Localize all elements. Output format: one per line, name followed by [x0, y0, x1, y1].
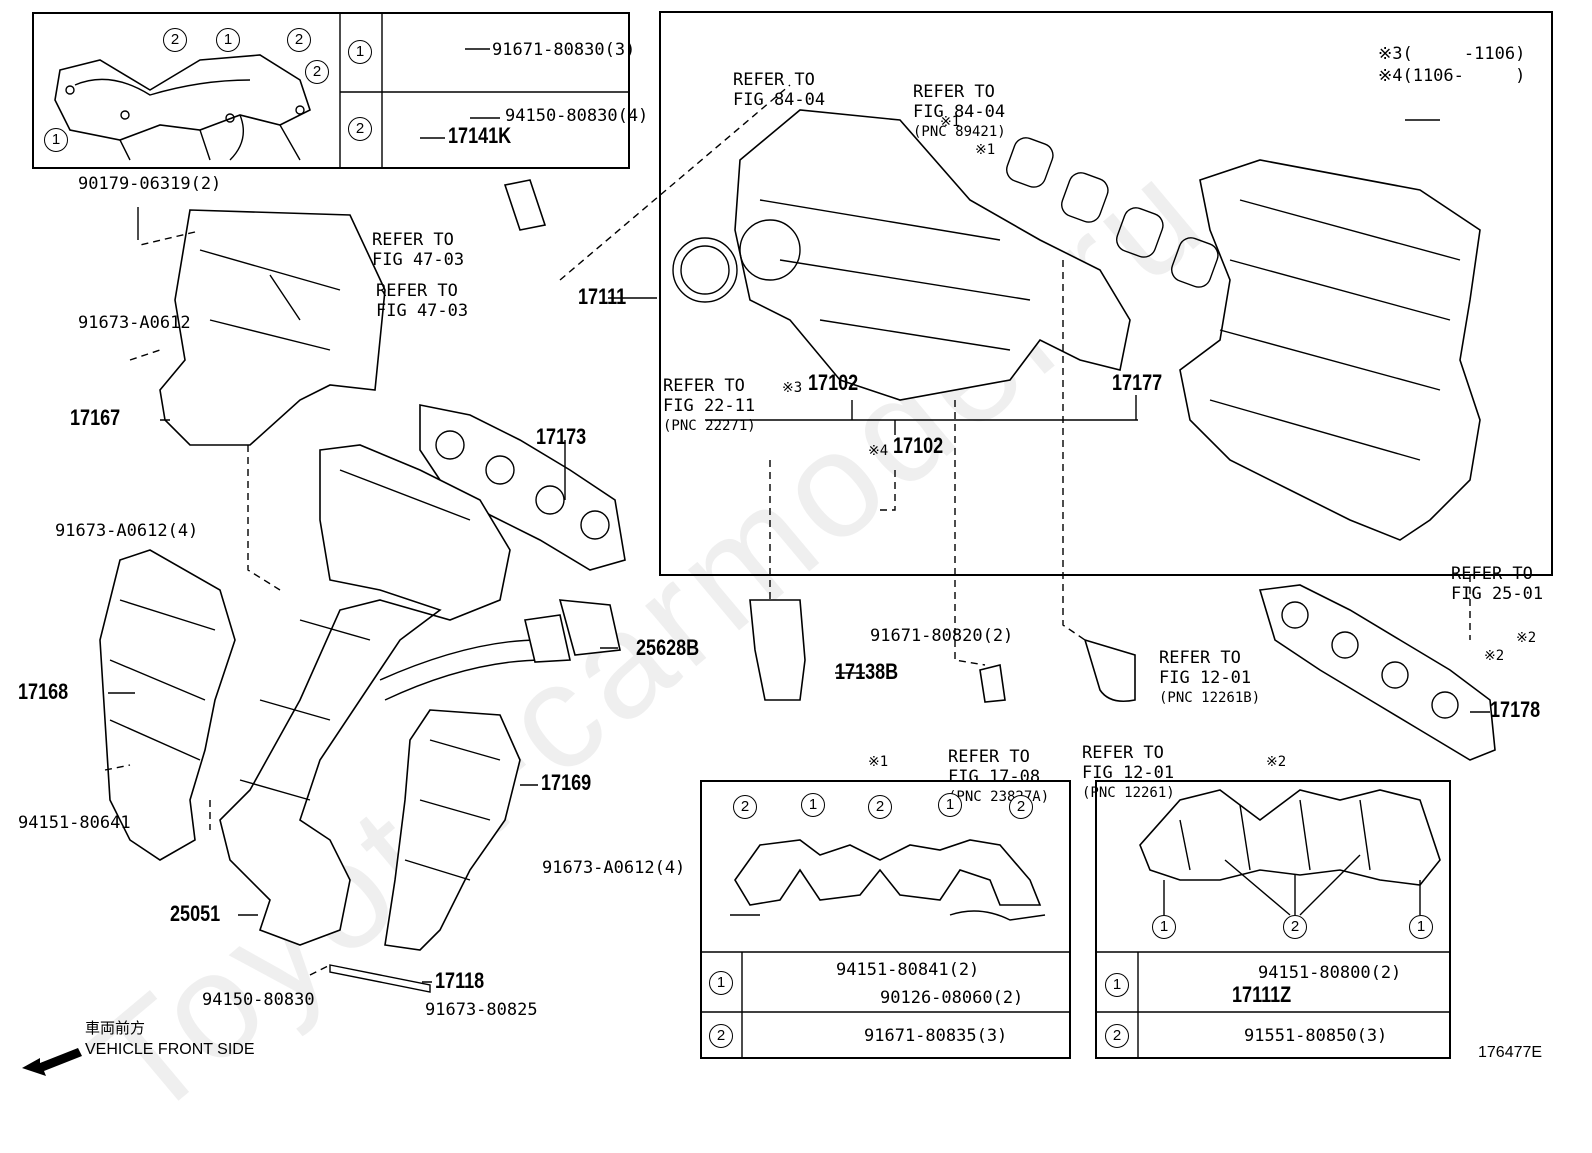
detail-1-marker-d: 1 — [938, 793, 962, 817]
part-94150-80830[interactable]: 94150-80830(4) — [505, 106, 649, 126]
exhaust-manifold-body — [219, 444, 511, 946]
part-91673-A0612[interactable]: 91673-A0612 — [78, 313, 191, 333]
part-94151-80841[interactable]: 94151-80841(2) — [836, 960, 980, 980]
intake-manifold-17111 — [734, 109, 1131, 401]
part-17102-b[interactable]: 17102 — [893, 433, 944, 458]
part-17141K[interactable]: 17141K — [448, 123, 512, 148]
part-91671-80835[interactable]: 91671-80835(3) — [864, 1026, 1008, 1046]
part-25628B[interactable]: 25628B — [636, 635, 700, 660]
part-17178[interactable]: 17178 — [1490, 697, 1541, 722]
part-17167[interactable]: 17167 — [70, 405, 121, 430]
part-17173[interactable]: 17173 — [536, 424, 587, 449]
inset-marker-1b: 1 — [44, 128, 68, 152]
exhaust-manifold-sketch — [54, 54, 311, 161]
detail-2-row-1-number: 1 — [1105, 973, 1129, 997]
detail-2-box — [1095, 780, 1451, 1059]
mark-1-a: ※1 — [940, 114, 961, 130]
detail-2-title: ※2 — [1266, 754, 1287, 770]
front-arrow-icon — [22, 1048, 82, 1076]
part-94151-80800[interactable]: 94151-80800(2) — [1258, 963, 1402, 983]
detail-2-marker-b: 2 — [1283, 915, 1307, 939]
part-17177[interactable]: 17177 — [1112, 370, 1163, 395]
figure-code: 176477E — [1478, 1044, 1543, 1061]
inset-marker-2c: 2 — [305, 60, 329, 84]
heat-insulator-17168 — [99, 549, 236, 861]
part-17169[interactable]: 17169 — [541, 770, 592, 795]
detail-1-marker-e: 2 — [1009, 795, 1033, 819]
heat-insulator-17169 — [384, 709, 521, 951]
part-91673-A0612-4b[interactable]: 91673-A0612(4) — [542, 858, 686, 878]
gasket-17173-shape — [419, 404, 626, 571]
mark-2-b: ※2 — [1484, 648, 1505, 664]
detail-1-marker-b: 1 — [801, 793, 825, 817]
inset-marker-2b: 2 — [287, 28, 311, 52]
part-17111Z[interactable]: 17111Z — [1232, 982, 1292, 1007]
gasket-17178-shape — [1258, 584, 1496, 761]
part-17168[interactable]: 17168 — [18, 679, 69, 704]
inset-marker-2a: 2 — [163, 28, 187, 52]
part-91673-A0612-4a[interactable]: 91673-A0612(4) — [55, 521, 199, 541]
note-3: ※3( -1106) — [1378, 44, 1526, 64]
part-94151-80641[interactable]: 94151-80641 — [18, 813, 131, 833]
parts-diagram: Toyota-carmodel.ru — [18, 11, 1553, 1150]
front-side-en: VEHICLE FRONT SIDE — [85, 1041, 255, 1058]
diagram-drawing — [22, 11, 1553, 1076]
heat-insulator-17167 — [159, 209, 386, 446]
part-17138B[interactable]: 17138B — [835, 659, 899, 684]
part-91551-80850[interactable]: 91551-80850(3) — [1244, 1026, 1388, 1046]
mark-17102-n3: ※3 — [782, 380, 803, 396]
fastener-inset-table — [32, 12, 630, 169]
mark-2-a: ※2 — [1516, 630, 1537, 646]
mark-1-b: ※1 — [975, 142, 996, 158]
detail-1-title: ※1 — [868, 754, 889, 770]
part-91673-80825[interactable]: 91673-80825 — [425, 1000, 538, 1020]
detail-1-marker-a: 2 — [733, 795, 757, 819]
detail-1-row-1-number: 1 — [709, 971, 733, 995]
table-row-2-number: 2 — [348, 117, 372, 141]
detail-2-row-2-number: 2 — [1105, 1024, 1129, 1048]
front-side-jp: 車両前方 — [85, 1019, 146, 1037]
part-90126-08060[interactable]: 90126-08060(2) — [880, 988, 1024, 1008]
inset-marker-1a: 1 — [216, 28, 240, 52]
part-17111[interactable]: 17111 — [578, 284, 627, 309]
part-91671-80830[interactable]: 91671-80830(3) — [492, 40, 636, 60]
detail-2-marker-a: 1 — [1152, 915, 1176, 939]
intake-manifold-lower — [1179, 159, 1481, 541]
detail-1-marker-c: 2 — [868, 795, 892, 819]
gasket-17177-shape — [1006, 137, 1219, 288]
detail-2-marker-c: 1 — [1409, 915, 1433, 939]
detail-1-row-2-number: 2 — [709, 1024, 733, 1048]
part-90179-06319[interactable]: 90179-06319(2) — [78, 174, 222, 194]
note-4: ※4(1106- ) — [1378, 66, 1526, 86]
part-91671-80820[interactable]: 91671-80820(2) — [870, 626, 1014, 646]
table-row-1-number: 1 — [348, 40, 372, 64]
part-17118[interactable]: 17118 — [435, 968, 485, 993]
part-94150-80830-b[interactable]: 94150-80830 — [202, 990, 315, 1010]
part-25051[interactable]: 25051 — [170, 901, 221, 926]
mark-17102-n4: ※4 — [868, 443, 889, 459]
detail-1-box — [700, 780, 1071, 1059]
part-17102-a[interactable]: 17102 — [808, 370, 859, 395]
